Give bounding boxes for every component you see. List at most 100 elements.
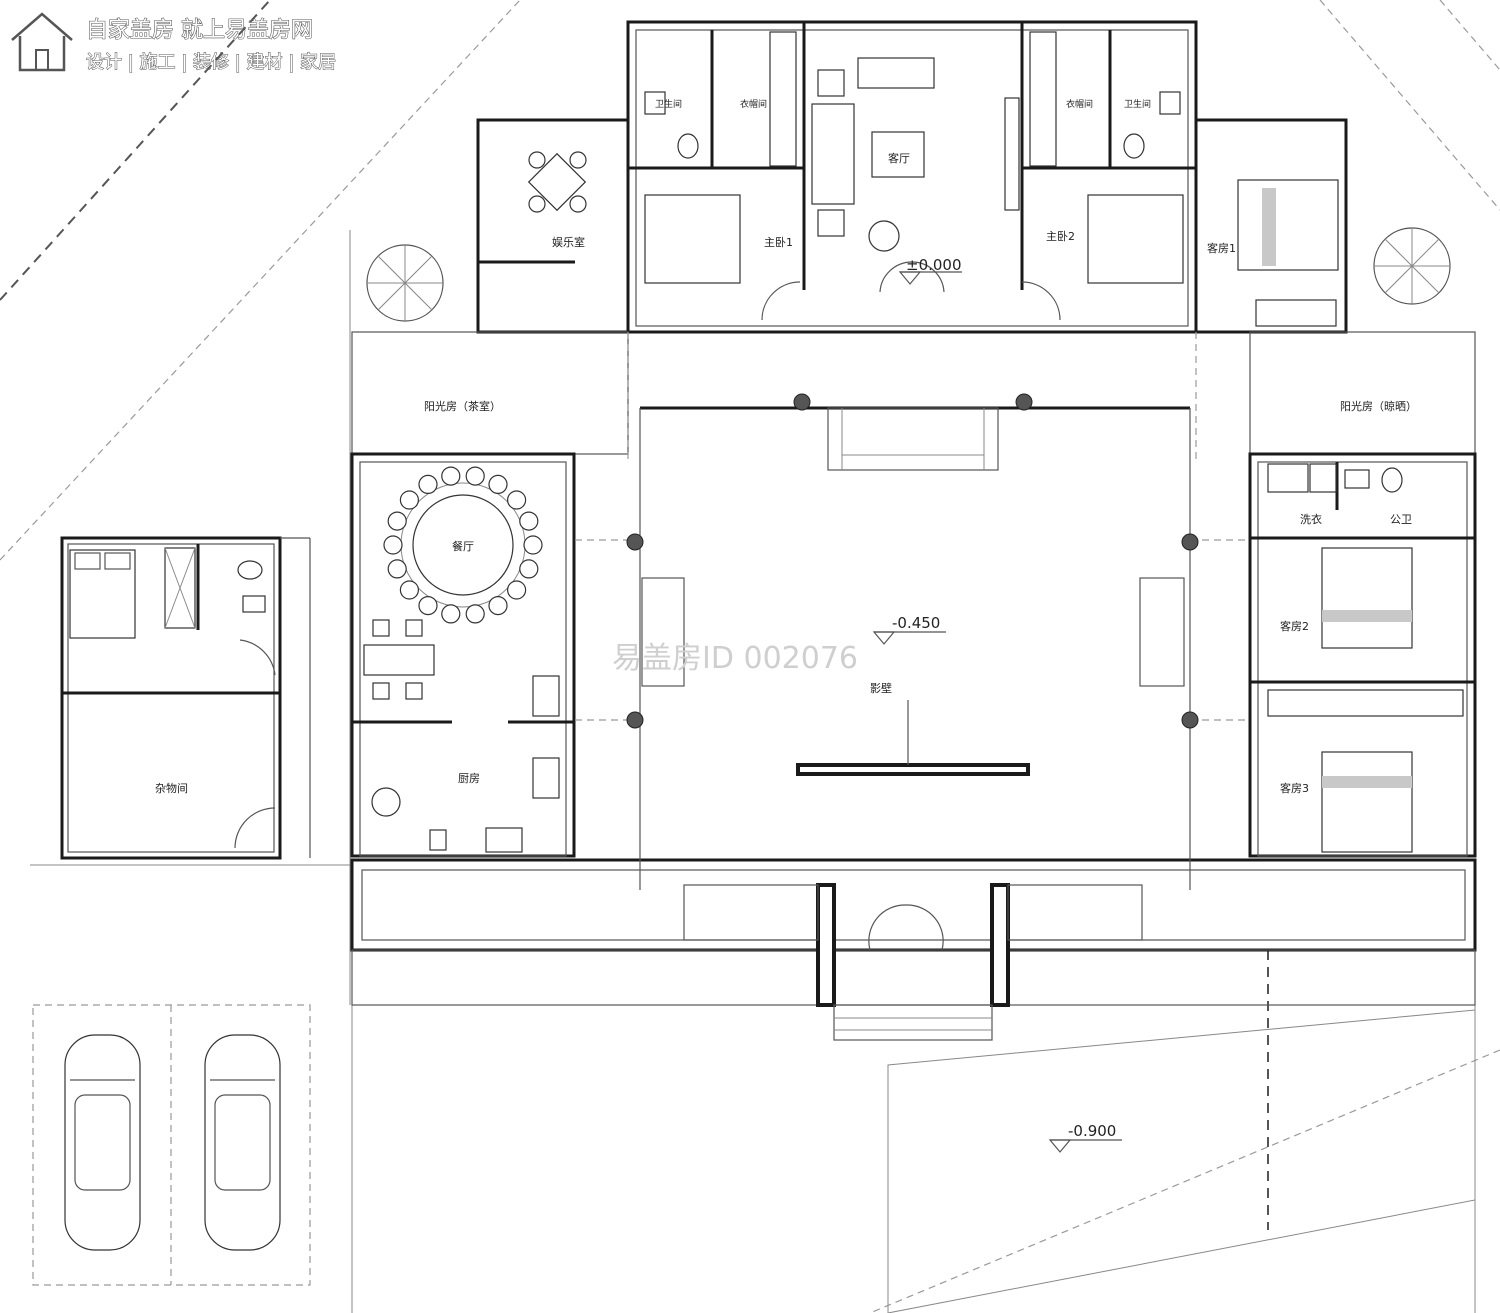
armchair-icon	[868, 220, 900, 252]
room-label-living: 客厅	[888, 151, 910, 165]
dining-chair-icon	[465, 466, 485, 486]
dining-chair-icon	[519, 511, 539, 531]
bed-icon	[644, 194, 741, 284]
door-swing	[879, 261, 945, 293]
room-labels: 客厅 主卧1 主卧2 客房1 客房2 客房3 卫生间 卫生间 衣帽间 衣帽间 娱…	[424, 98, 1417, 795]
toilet-icon	[1123, 133, 1145, 159]
bed-icon	[1321, 547, 1413, 649]
bed-icon	[1321, 751, 1413, 853]
dining-chair-icon	[387, 559, 407, 579]
room-label-closet-right: 衣帽间	[1066, 98, 1093, 110]
room-label-master-2: 主卧2	[1046, 230, 1075, 243]
lamp-icon	[817, 69, 845, 97]
dining-chair-icon	[465, 604, 485, 624]
elevation-courtyard: -0.450	[892, 614, 940, 632]
room-label-bathroom-left: 卫生间	[655, 98, 682, 110]
door-swing	[761, 281, 801, 321]
room-label-screen-wall: 影壁	[870, 681, 892, 695]
door-swing	[1021, 281, 1061, 321]
fridge-icon	[532, 675, 560, 717]
sink-icon	[1344, 469, 1370, 489]
car-icon	[64, 1034, 141, 1251]
sofa-icon	[811, 103, 855, 205]
bed-icon	[69, 549, 136, 639]
room-label-sunroom-tea: 阳光房（茶室）	[424, 399, 501, 413]
room-label-laundry: 洗衣	[1300, 512, 1322, 526]
dining-chair-icon	[506, 490, 527, 510]
tv-cabinet-icon	[1004, 97, 1020, 211]
dining-chair-icon	[418, 595, 438, 616]
dining-chair-icon	[399, 490, 419, 510]
sink-icon	[242, 595, 266, 613]
wardrobe-icon	[1255, 299, 1337, 327]
wardrobe-icon	[1267, 689, 1464, 717]
sink-icon	[532, 757, 560, 799]
dining-chair-icon	[441, 466, 461, 486]
elevation-main-floor: ±0.000	[906, 256, 962, 274]
car-icon	[204, 1034, 281, 1251]
dining-chair-icon	[399, 580, 419, 600]
room-label-entertainment: 娱乐室	[552, 235, 585, 249]
annex-building: 杂物间	[60, 536, 311, 860]
room-label-closet-left: 衣帽间	[740, 98, 767, 110]
round-dining-table-icon	[383, 466, 543, 624]
room-label-public-wc: 公卫	[1390, 513, 1412, 526]
room-label-bathroom-right: 卫生间	[1124, 98, 1151, 110]
bed-icon	[1237, 179, 1339, 271]
dining-chair-icon	[383, 535, 403, 555]
dining-chair-icon	[523, 535, 543, 555]
door-swing	[234, 807, 276, 849]
stove-icon	[485, 827, 523, 853]
toilet-icon	[237, 560, 263, 580]
elevation-marker: ±0.000	[898, 256, 962, 285]
room-label-guest-2: 客房2	[1280, 619, 1309, 633]
coffee-table-icon	[871, 131, 925, 178]
counter-icon	[363, 644, 435, 676]
toilet-icon	[1381, 467, 1403, 493]
room-label-sunroom-drying: 阳光房（晾晒）	[1340, 399, 1417, 413]
elevation-marker: -0.450	[872, 614, 946, 645]
dining-chair-icon	[387, 511, 407, 531]
dining-chair-icon	[441, 604, 461, 624]
door-swing	[239, 639, 276, 676]
sink-icon	[644, 91, 666, 115]
tree-icon	[366, 244, 444, 322]
house-logo-icon	[11, 12, 73, 72]
dining-chair-icon	[488, 474, 508, 494]
tree-icon	[1373, 227, 1451, 305]
dining-chair-icon	[519, 559, 539, 579]
sink-icon	[1267, 463, 1309, 493]
room-label-storage: 杂物间	[155, 781, 188, 795]
sofa-icon	[857, 57, 935, 89]
elevation-marker: -0.900	[1048, 1122, 1122, 1153]
brand-services: 设计 | 施工 | 装修 | 建材 | 家居	[86, 52, 336, 73]
dining-chair-icon	[488, 595, 508, 616]
room-label-guest-1: 客房1	[1207, 241, 1236, 255]
wardrobe-icon	[1029, 31, 1057, 167]
kitchen-fixtures	[363, 619, 560, 853]
wardrobe-icon	[769, 31, 797, 167]
columns	[626, 393, 1199, 729]
room-label-kitchen: 厨房	[458, 772, 480, 785]
room-label-dining: 餐厅	[452, 539, 474, 553]
dining-chair-icon	[506, 580, 527, 600]
main-gate-door	[868, 904, 944, 951]
main-building-walls	[350, 20, 1477, 1041]
elevation-outdoor: -0.900	[1068, 1122, 1116, 1140]
bedroom-furniture	[644, 31, 1464, 853]
bed-icon	[1087, 194, 1184, 284]
washer-icon	[1309, 463, 1337, 493]
sink-icon	[1159, 91, 1181, 115]
washer-icon	[371, 787, 401, 817]
screen-wall	[796, 763, 1030, 776]
watermark-text: 易盖房ID 002076	[612, 641, 858, 676]
mahjong-table-icon	[527, 151, 587, 213]
room-label-guest-3: 客房3	[1280, 781, 1309, 795]
brand-slogan: 自家盖房 就上易盖房网	[86, 18, 313, 43]
dining-chair-icon	[418, 474, 438, 494]
lamp-icon	[817, 209, 845, 237]
living-room-furniture	[811, 57, 1020, 293]
room-label-master-1: 主卧1	[764, 236, 793, 249]
